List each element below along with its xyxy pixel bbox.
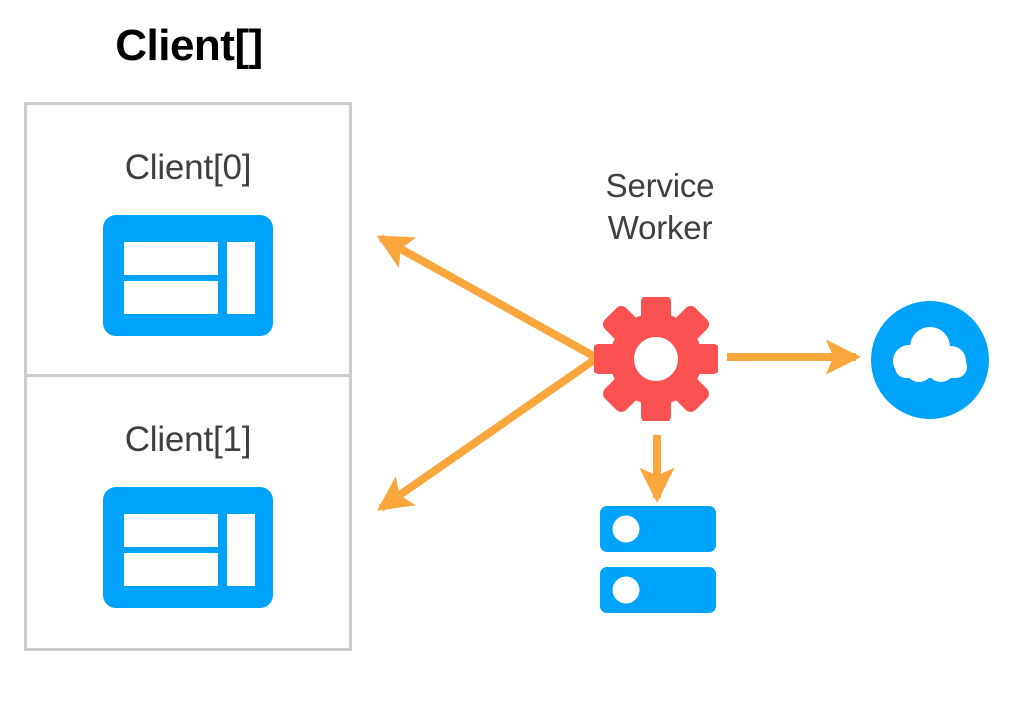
page-title: Client[]	[115, 21, 263, 70]
gear-icon	[592, 295, 720, 423]
arrow-service-worker-to-client-0	[376, 234, 599, 362]
cloud-icon	[871, 301, 989, 419]
arrow-service-worker-to-client-1	[376, 354, 600, 512]
cloud-node[interactable]	[871, 301, 989, 419]
service-worker-label-line-2: Worker	[607, 209, 713, 247]
browser-window-icon	[103, 486, 273, 608]
browser-window-icon	[103, 215, 273, 336]
client-0-label: Client[0]	[124, 148, 252, 187]
database-node[interactable]	[600, 506, 718, 614]
service-worker-node[interactable]	[592, 295, 720, 423]
service-worker-label-line-1: Service	[605, 167, 715, 204]
database-icon	[600, 506, 716, 613]
client-array-container: Client[0] Client[1]	[24, 102, 352, 651]
client-1-label: Client[1]	[124, 419, 252, 459]
service-worker-label: Service Worker	[560, 165, 760, 249]
client-cell-1[interactable]: Client[1]	[27, 377, 349, 649]
client-cell-0[interactable]: Client[0]	[27, 105, 349, 377]
